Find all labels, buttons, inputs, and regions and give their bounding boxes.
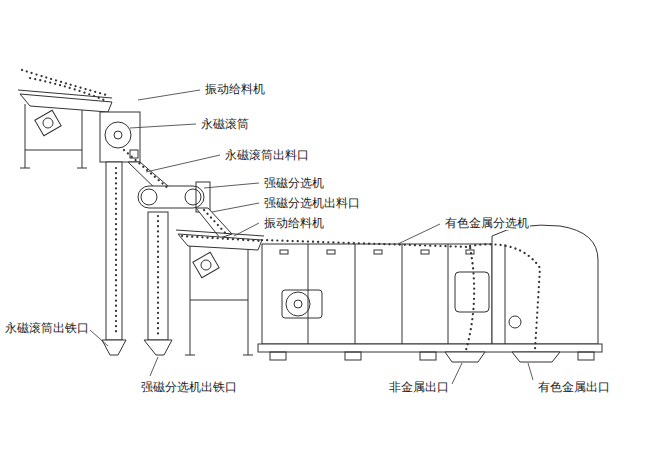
- leader-lines: [90, 90, 533, 384]
- callout-label: 非金属出口: [388, 380, 450, 394]
- material-flow: [22, 70, 540, 350]
- callout-label: 强磁分选机: [263, 176, 325, 190]
- callout-label: 有色金属出口: [537, 380, 611, 394]
- callout-label: 振动给料机: [204, 82, 266, 96]
- callout-label: 永磁滚筒出料口: [224, 148, 310, 162]
- callout-label: 振动给料机: [263, 216, 325, 230]
- callout-label: 强磁分选机出铁口: [140, 380, 238, 394]
- callout-label: 有色金属分选机: [444, 216, 530, 230]
- machine-lines: [18, 90, 602, 362]
- callout-label: 永磁滚筒出铁口: [4, 321, 90, 335]
- callout-label: 强磁分选机出料口: [263, 196, 361, 210]
- callout-label: 永磁滚筒: [200, 117, 250, 131]
